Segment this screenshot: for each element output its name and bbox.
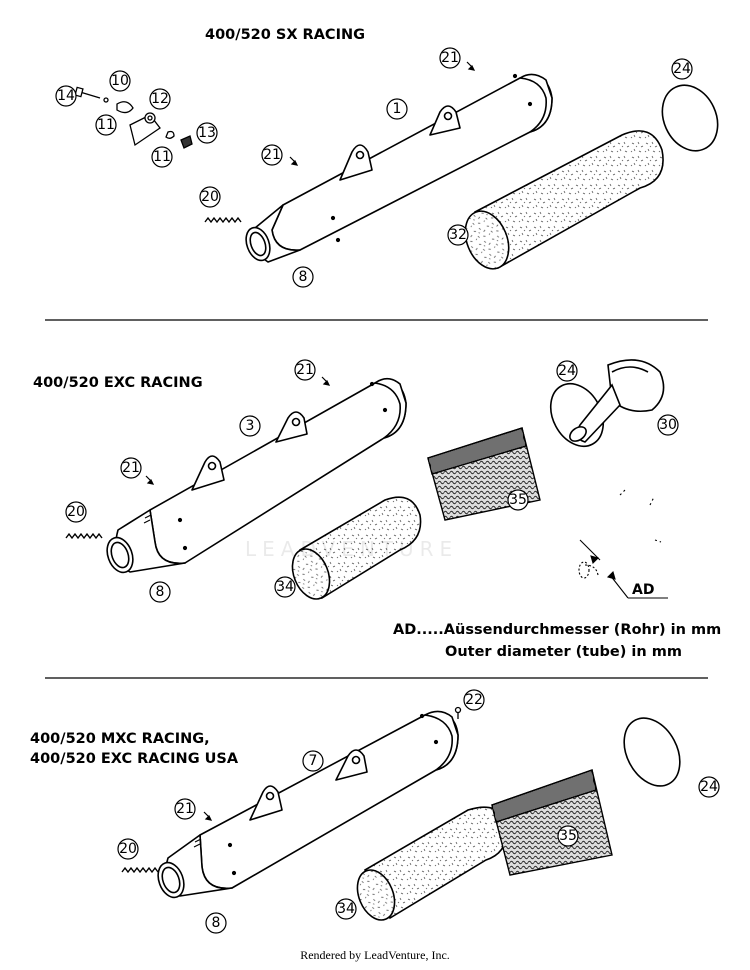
- callout-35: 35: [557, 825, 579, 847]
- svg-text:8: 8: [212, 915, 221, 931]
- callout-8: 8: [205, 912, 227, 934]
- mounting-hardware-sx: [74, 86, 193, 149]
- ad-note-german: AD.....Aüssendurchmesser (Rohr) in mm: [393, 622, 722, 638]
- svg-text:21: 21: [263, 147, 281, 163]
- section-title-sx: 400/520 SX RACING: [205, 25, 365, 45]
- silencer-mxc: [157, 710, 459, 899]
- spring-mxc: [121, 866, 159, 874]
- silencer-sx: [245, 73, 553, 263]
- svg-text:32: 32: [449, 227, 467, 243]
- ad-note-english: Outer diameter (tube) in mm: [445, 644, 682, 660]
- svg-text:8: 8: [299, 269, 308, 285]
- section-title-line: 400/520 EXC RACING USA: [30, 751, 239, 767]
- svg-text:35: 35: [559, 828, 577, 844]
- callout-24: 24: [698, 776, 720, 798]
- svg-text:8: 8: [156, 584, 165, 600]
- svg-text:12: 12: [151, 91, 169, 107]
- callout-21: 21: [294, 359, 316, 381]
- leader-arrows: [145, 61, 476, 821]
- callout-24: 24: [556, 360, 578, 382]
- svg-text:3: 3: [246, 418, 255, 434]
- svg-text:24: 24: [700, 779, 718, 795]
- svg-text:13: 13: [198, 125, 216, 141]
- callout-8: 8: [149, 581, 171, 603]
- callout-21: 21: [174, 798, 196, 820]
- ad-dimension-label: AD: [632, 582, 654, 598]
- ad-dimension-sketch: [578, 488, 668, 599]
- packing-32-sx: [464, 130, 664, 270]
- callout-14: 14: [55, 85, 77, 107]
- callout-1: 1: [386, 98, 408, 120]
- svg-text:24: 24: [673, 61, 691, 77]
- callout-11: 11: [151, 146, 173, 168]
- section-title-mxc: 400/520 MXC RACING, 400/520 EXC RACING U…: [30, 729, 238, 769]
- section-title-line: 400/520 MXC RACING,: [30, 731, 210, 747]
- svg-text:30: 30: [659, 417, 677, 433]
- watermark: LEADVENTURE: [245, 537, 459, 561]
- callout-20: 20: [199, 186, 221, 208]
- packing-34-mxc: [356, 806, 508, 921]
- svg-text:21: 21: [296, 362, 314, 378]
- svg-text:21: 21: [441, 50, 459, 66]
- seal-ring-mxc: [623, 717, 681, 787]
- svg-text:20: 20: [201, 189, 219, 205]
- callout-13: 13: [196, 122, 218, 144]
- svg-text:20: 20: [119, 841, 137, 857]
- callout-11: 11: [95, 114, 117, 136]
- svg-text:10: 10: [111, 73, 129, 89]
- callout-22: 22: [463, 689, 485, 711]
- svg-text:1: 1: [393, 101, 402, 117]
- svg-text:34: 34: [276, 579, 294, 595]
- svg-text:14: 14: [57, 88, 75, 104]
- seal-ring-sx: [661, 84, 719, 152]
- callout-34: 34: [274, 576, 296, 598]
- callouts: 21 24 1 14 10 12 11 13 11 21 20 32 8 21 …: [55, 47, 720, 934]
- callout-30: 30: [657, 414, 679, 436]
- svg-text:35: 35: [509, 492, 527, 508]
- section-title-line: 400/520 SX RACING: [205, 27, 366, 43]
- svg-text:11: 11: [153, 149, 171, 165]
- callout-32: 32: [447, 224, 469, 246]
- callout-8: 8: [292, 266, 314, 288]
- section-title-line: 400/520 EXC RACING: [33, 375, 203, 391]
- packing-34-exc: [291, 496, 422, 600]
- svg-text:22: 22: [465, 692, 483, 708]
- callout-10: 10: [109, 70, 131, 92]
- svg-text:34: 34: [337, 901, 355, 917]
- callout-12: 12: [149, 88, 171, 110]
- end-cap-30: [569, 359, 665, 443]
- callout-3: 3: [239, 415, 261, 437]
- silencer-exc: [106, 377, 407, 574]
- svg-text:21: 21: [176, 801, 194, 817]
- callout-35: 35: [507, 489, 529, 511]
- svg-text:20: 20: [67, 504, 85, 520]
- svg-text:21: 21: [122, 460, 140, 476]
- callout-20: 20: [65, 501, 87, 523]
- section-title-exc: 400/520 EXC RACING: [33, 373, 203, 393]
- callout-7: 7: [302, 750, 324, 772]
- callout-34: 34: [335, 898, 357, 920]
- ad-note: AD.....Aüssendurchmesser (Rohr) in mm Ou…: [393, 619, 721, 663]
- packing-35-mxc: [491, 769, 613, 876]
- callout-24: 24: [671, 58, 693, 80]
- footer-credit: Rendered by LeadVenture, Inc.: [300, 948, 450, 962]
- screw-22: [454, 706, 462, 719]
- spring-sx: [204, 216, 242, 224]
- spring-exc: [65, 532, 103, 540]
- callout-21: 21: [120, 457, 142, 479]
- svg-text:7: 7: [309, 753, 318, 769]
- svg-text:11: 11: [97, 117, 115, 133]
- callout-21: 21: [261, 144, 283, 166]
- callout-20: 20: [117, 838, 139, 860]
- svg-text:24: 24: [558, 363, 576, 379]
- callout-21: 21: [439, 47, 461, 69]
